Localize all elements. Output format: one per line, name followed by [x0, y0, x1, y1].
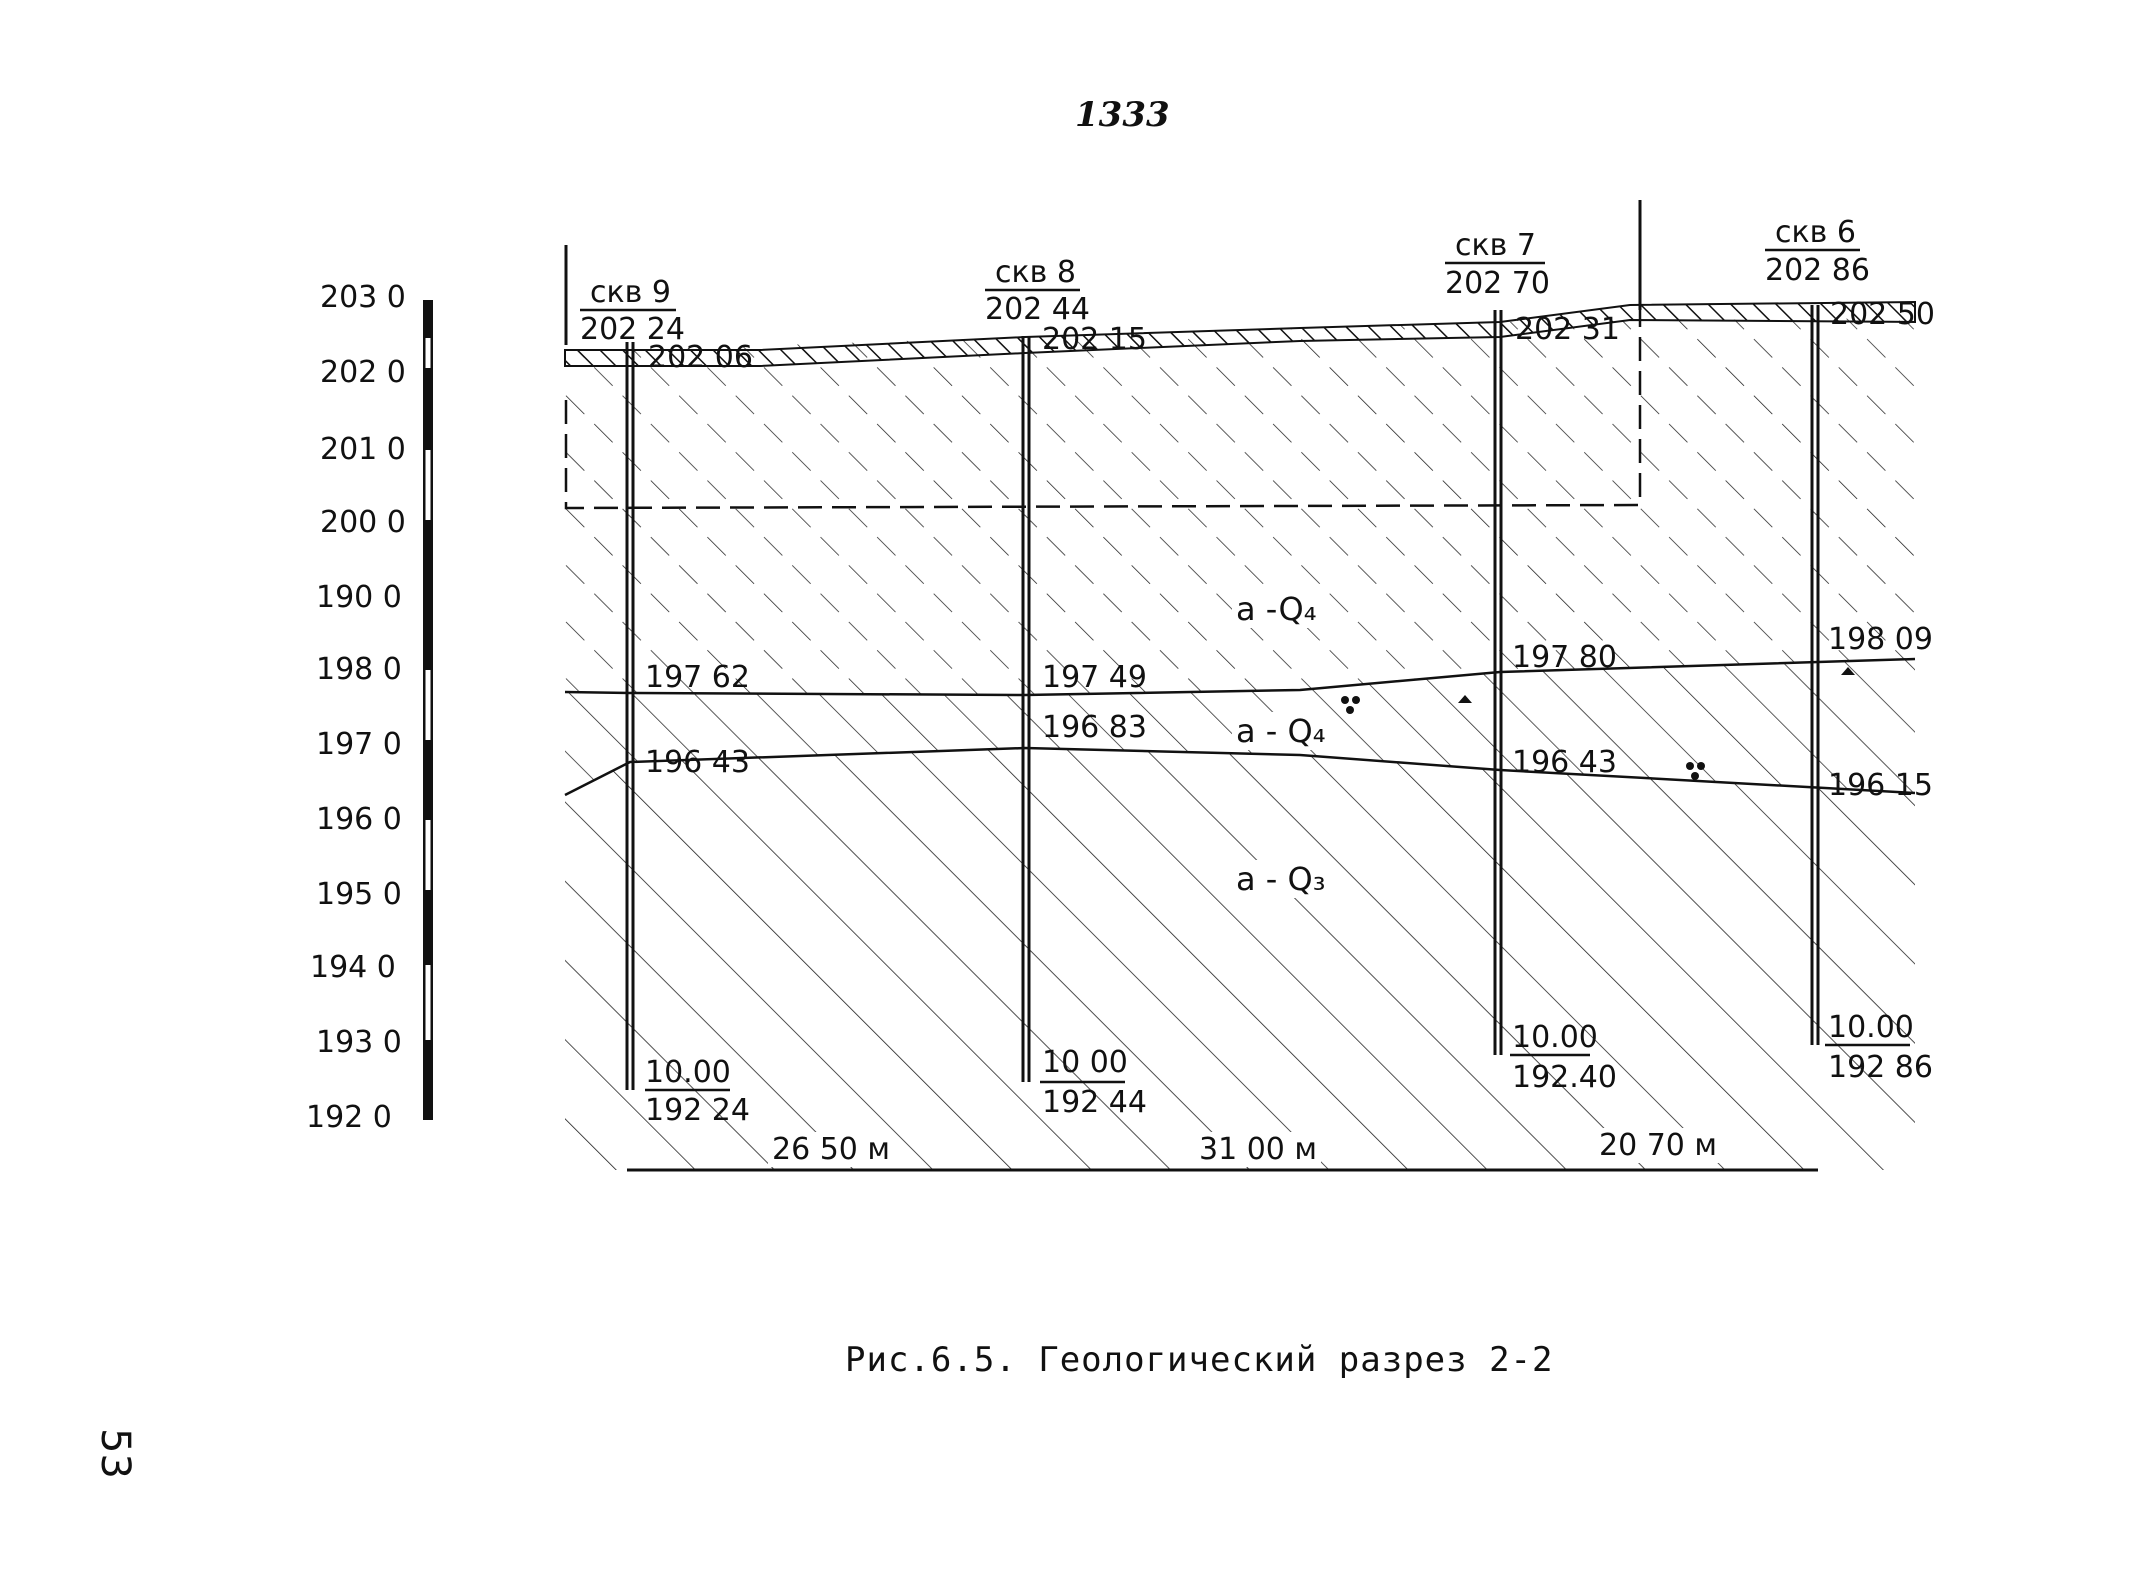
boundary-c1	[564, 657, 1916, 697]
scale-label: 195 0	[316, 877, 402, 912]
distance-label: 20 70 м	[1595, 1128, 1722, 1163]
borehole-8-shaft	[1021, 336, 1031, 1082]
figure-caption: Рис.6.5. Геологический разрез 2-2	[845, 1340, 1554, 1380]
triangle-mark-2	[1841, 667, 1855, 675]
b7-depth: 10.00	[1512, 1020, 1598, 1055]
borehole-6-shaft	[1810, 305, 1820, 1045]
b7-name: скв 7	[1455, 228, 1536, 263]
scale-label: 193 0	[316, 1025, 402, 1060]
page-number: 53	[92, 1428, 138, 1479]
b7-c1: 197 80	[1512, 640, 1617, 675]
layer-label-lower: a - Q₃	[1232, 860, 1330, 898]
scale-label: 198 0	[316, 652, 402, 687]
stamp-number: 1333	[1075, 95, 1170, 135]
scale-label: 196 0	[316, 802, 402, 837]
triangle-mark-1	[1458, 695, 1472, 703]
b8-c2: 196 83	[1042, 710, 1147, 745]
distance-label: 26 50 м	[768, 1132, 895, 1167]
b8-surface: 202 15	[1042, 322, 1147, 357]
borehole-9-shaft	[625, 342, 635, 1090]
scale-label: 201 0	[320, 432, 406, 467]
boundary-c2	[564, 746, 1916, 797]
b6-bottom: 192 86	[1828, 1050, 1933, 1085]
b9-name: скв 9	[590, 275, 671, 310]
scale-label: 190 0	[316, 580, 402, 615]
b8-c1: 197 49	[1042, 660, 1147, 695]
b8-bottom: 192 44	[1042, 1085, 1147, 1120]
topsoil-band	[564, 300, 1916, 367]
distance-label: 31 00 м	[1195, 1132, 1322, 1167]
scale-label: 202 0	[320, 355, 406, 390]
gravel-mark-1	[1341, 696, 1360, 714]
scale-label: 194 0	[310, 950, 396, 985]
b6-surface: 202 50	[1830, 297, 1935, 332]
b8-name: скв 8	[995, 255, 1076, 290]
scale-label: 192 0	[306, 1100, 392, 1135]
b6-c1: 198 09	[1828, 622, 1933, 657]
b9-c2: 196 43	[645, 745, 750, 780]
layer-label-upper: a -Q₄	[1232, 590, 1321, 628]
layer-label-middle: a - Q₄	[1232, 712, 1330, 750]
b6-c2: 196 15	[1828, 768, 1933, 803]
b9-top-elev: 202 24	[580, 312, 685, 347]
b7-bottom: 192.40	[1512, 1060, 1617, 1095]
scale-label: 200 0	[320, 505, 406, 540]
gravel-mark-2	[1686, 762, 1705, 780]
b6-name: скв 6	[1775, 215, 1856, 250]
b9-depth: 10.00	[645, 1055, 731, 1090]
b6-top-elev: 202 86	[1765, 253, 1870, 288]
layer-lower-area	[565, 748, 1915, 1170]
b9-bottom: 192 24	[645, 1093, 750, 1128]
b7-surface: 202 31	[1515, 312, 1620, 347]
b9-surface: 202 06	[648, 340, 753, 375]
b7-top-elev: 202 70	[1445, 266, 1550, 301]
b9-c1: 197 62	[645, 660, 750, 695]
excavation-outline	[564, 310, 1642, 510]
b7-c2: 196 43	[1512, 745, 1617, 780]
scale-label: 203 0	[320, 280, 406, 315]
borehole-7-shaft	[1493, 310, 1503, 1055]
b8-top-elev: 202 44	[985, 292, 1090, 327]
b6-depth: 10.00	[1828, 1010, 1914, 1045]
scale-label: 197 0	[316, 727, 402, 762]
b8-depth: 10 00	[1042, 1045, 1128, 1080]
